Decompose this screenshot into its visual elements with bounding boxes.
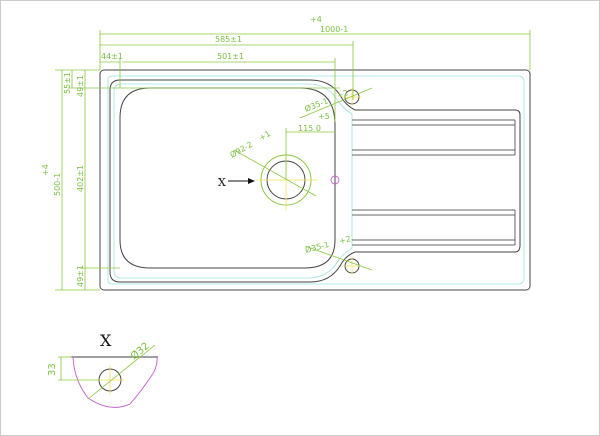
bowl — [119, 87, 336, 269]
dim-overall-width: 1000-1 — [320, 25, 348, 34]
dim-overall-width-tol: +4 — [310, 15, 322, 24]
dim-top-margin: 49±1 — [76, 75, 85, 97]
dim-bowl-width: 501±1 — [217, 52, 244, 61]
dim-bowl-depth: 402±1 — [76, 165, 85, 192]
dim-drain-diameter-tol: +1 — [258, 129, 273, 143]
view-marker-label: X — [218, 176, 226, 189]
detail-x: X 33 Ø32 — [47, 331, 158, 408]
detail-depth: 33 — [47, 363, 58, 376]
drain-hole — [233, 149, 318, 210]
dim-tap-hole-bottom: Ø35-1 — [304, 239, 330, 255]
detail-hole-diameter: Ø32 — [128, 340, 152, 362]
dim-drain-diameter: Ø92-2 — [228, 139, 254, 160]
tap-hole-top — [299, 87, 373, 119]
dimension-lines — [55, 30, 531, 291]
sink-outline — [99, 69, 531, 291]
dim-tap-hole-top-tol: +2 — [335, 88, 349, 101]
dim-top-margin-outer: 55±1 — [63, 72, 72, 94]
dim-bowl-to-hole: 585±1 — [215, 35, 242, 44]
dim-left-margin: 44±1 — [101, 52, 123, 61]
dim-drain-offset: 115 0 — [298, 124, 321, 133]
drainboard-grooves — [352, 119, 516, 246]
dim-bottom-margin: 49±1 — [76, 265, 85, 287]
detail-title: X — [100, 331, 112, 350]
dim-tap-hole-bottom-tol: +2 — [338, 234, 352, 246]
dim-overall-depth-tol: +4 — [41, 164, 50, 176]
tap-hole-bottom — [304, 245, 373, 275]
dim-drain-offset-tol: +5 — [318, 112, 330, 121]
dim-overall-depth: 500-1 — [53, 173, 62, 196]
overflow-marker — [330, 175, 340, 185]
